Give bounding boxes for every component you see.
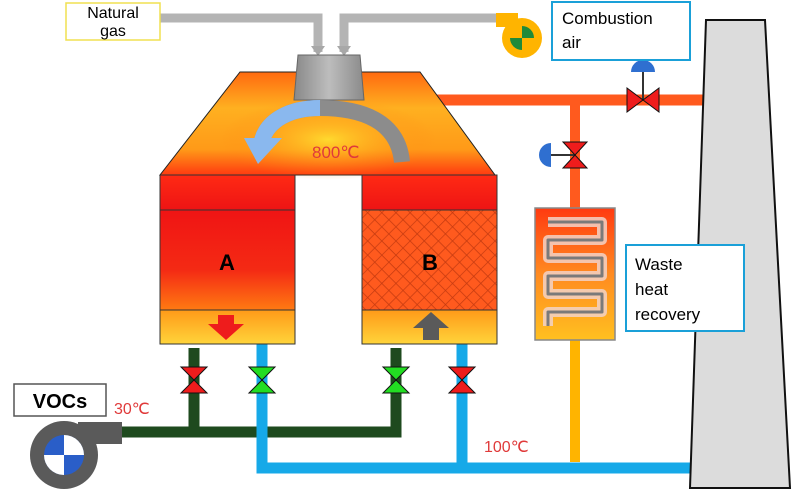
bed-b-label: B bbox=[422, 250, 438, 275]
burner-nozzle bbox=[293, 54, 365, 101]
waste-heat-label-line3: recovery bbox=[635, 305, 701, 324]
waste-heat-label-line2: heat bbox=[635, 280, 668, 299]
combustion-air-label-line1: Combustion bbox=[562, 9, 653, 28]
combustion-air-blower-icon bbox=[496, 13, 542, 58]
valve-a-inlet-closed[interactable] bbox=[179, 366, 209, 394]
clean-gas-outlet-pipe bbox=[256, 344, 694, 474]
regenerator-bed-b: B bbox=[361, 174, 498, 345]
natural-gas-label-line1: Natural bbox=[87, 5, 139, 22]
vocs-label: VOCs bbox=[13, 383, 107, 417]
valve-a-outlet-open[interactable] bbox=[247, 366, 277, 394]
stack-bypass-valve[interactable] bbox=[626, 60, 660, 113]
waste-heat-recovery-label: Waste heat recovery bbox=[625, 244, 745, 332]
combustion-air-label-line2: air bbox=[562, 33, 581, 52]
down-arrow-icon bbox=[208, 315, 244, 340]
waste-heat-label-line1: Waste bbox=[635, 255, 683, 274]
bed-a-label: A bbox=[219, 250, 235, 275]
combustion-air-pipe bbox=[337, 13, 500, 56]
flow-circulation-arrow bbox=[244, 99, 410, 164]
outlet-temperature: 100℃ bbox=[484, 439, 529, 456]
chamber-temperature: 800℃ bbox=[312, 143, 359, 162]
vocs-fan-icon bbox=[30, 421, 122, 489]
valve-b-outlet-closed[interactable] bbox=[447, 366, 477, 394]
natural-gas-pipe bbox=[160, 13, 325, 56]
natural-gas-label: Natural gas bbox=[65, 2, 161, 41]
inlet-temperature: 30℃ bbox=[114, 401, 150, 418]
natural-gas-label-line2: gas bbox=[100, 23, 126, 40]
combustion-air-label: Combustion air bbox=[551, 1, 691, 61]
recovery-inlet-valve[interactable] bbox=[539, 141, 589, 169]
vocs-label-text: VOCs bbox=[33, 391, 87, 413]
up-arrow-icon bbox=[413, 312, 449, 340]
combustion-chamber bbox=[158, 71, 496, 180]
heat-exchanger bbox=[534, 207, 616, 341]
regenerator-bed-a: A bbox=[159, 174, 296, 345]
valve-b-inlet-open[interactable] bbox=[381, 366, 411, 394]
